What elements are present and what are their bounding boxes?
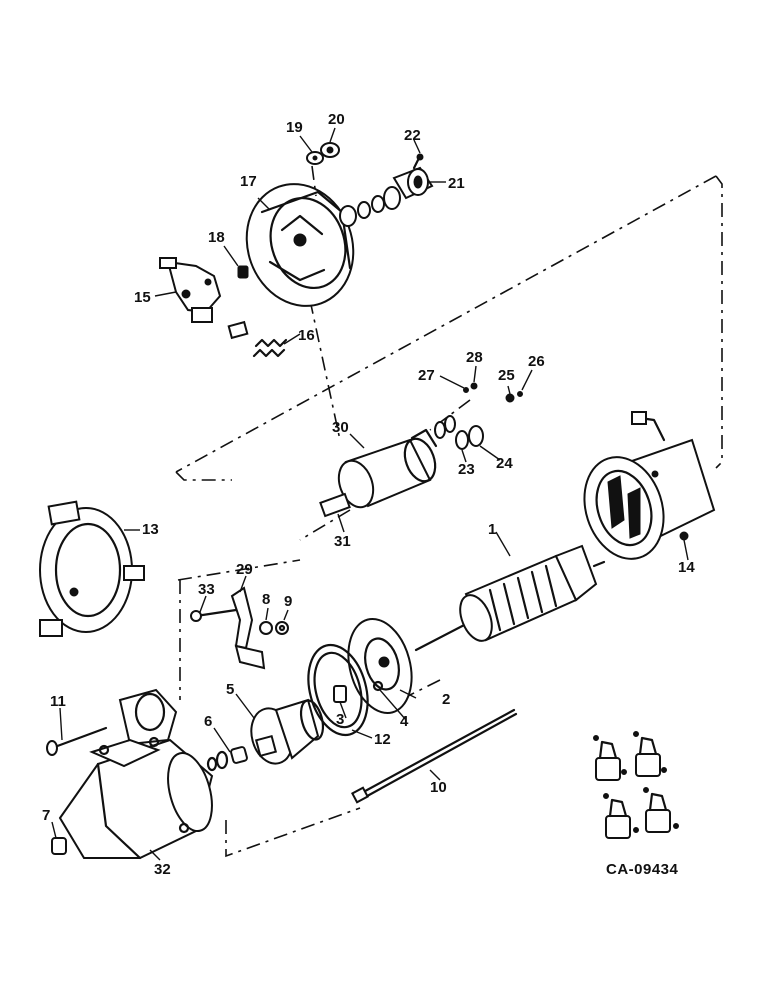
callout-19: 19 xyxy=(286,119,303,136)
part-10-through-bolt xyxy=(351,708,518,804)
reference-code: CA-09434 xyxy=(606,861,679,878)
callout-14: 14 xyxy=(678,559,695,576)
callout-1: 1 xyxy=(488,521,496,538)
callout-22: 22 xyxy=(404,127,421,144)
callout-2: 2 xyxy=(442,691,450,708)
callout-16: 16 xyxy=(298,327,315,344)
leader-lines xyxy=(51,127,689,861)
spacer-washers xyxy=(339,186,401,227)
callout-23: 23 xyxy=(458,461,475,478)
part-15-brush-holder xyxy=(159,257,249,340)
part-7-bushing xyxy=(51,837,67,855)
part-3-spacer xyxy=(333,685,347,703)
part-14-field-frame xyxy=(583,411,716,560)
callout-10: 10 xyxy=(430,779,447,796)
callout-33: 33 xyxy=(198,581,215,598)
part-23-washer xyxy=(455,430,469,450)
part-6-collar xyxy=(206,746,248,772)
callout-4: 4 xyxy=(400,713,409,730)
callout-29: 29 xyxy=(236,561,253,578)
callout-13: 13 xyxy=(142,521,159,538)
part-4-bushing xyxy=(372,680,384,692)
part-33-pivot-pin xyxy=(190,608,238,622)
part-16-spring xyxy=(252,338,288,358)
callout-3: 3 xyxy=(336,711,344,728)
part-2-drive-end-plate xyxy=(347,617,413,715)
callout-5: 5 xyxy=(226,681,234,698)
part-25-nut xyxy=(505,393,515,403)
callout-12: 12 xyxy=(374,731,391,748)
terminal-washers xyxy=(434,415,456,439)
part-5-drive-assembly xyxy=(250,698,325,765)
part-1-armature xyxy=(414,544,606,652)
callout-28: 28 xyxy=(466,349,483,366)
callout-8: 8 xyxy=(262,591,270,608)
part-17-commutator-end-frame xyxy=(245,183,355,307)
callout-20: 20 xyxy=(328,111,345,128)
part-9-retaining-ring xyxy=(275,621,289,635)
part-8-washer xyxy=(259,621,273,635)
callout-30: 30 xyxy=(332,419,349,436)
callout-18: 18 xyxy=(208,229,225,246)
callout-21: 21 xyxy=(448,175,465,192)
part-18-brush-spring xyxy=(237,265,249,279)
callout-15: 15 xyxy=(134,289,151,306)
callout-26: 26 xyxy=(528,353,545,370)
leader-19-to-frame xyxy=(311,165,317,197)
part-29-shift-lever xyxy=(230,586,266,670)
callout-9: 9 xyxy=(284,593,292,610)
callout-32: 32 xyxy=(154,861,171,878)
callout-24: 24 xyxy=(496,455,513,472)
part-27-nut xyxy=(463,387,469,393)
callout-31: 31 xyxy=(334,533,351,550)
part-28-washer xyxy=(470,382,478,390)
part-22-screw xyxy=(412,153,424,170)
part-21-bearing-cap xyxy=(392,166,434,200)
part-11-bolt xyxy=(46,726,108,756)
callout-11: 11 xyxy=(50,693,66,710)
callout-17: 17 xyxy=(240,173,257,190)
part-12-gasket xyxy=(307,643,369,737)
callout-25: 25 xyxy=(498,367,515,384)
part-26-screw xyxy=(517,391,523,397)
part-13-brush-assembly xyxy=(39,500,145,637)
part-32-drive-housing xyxy=(58,688,214,860)
callout-7: 7 xyxy=(42,807,50,824)
callout-6: 6 xyxy=(204,713,212,730)
part-24-lockwasher xyxy=(468,425,484,447)
part-30-solenoid xyxy=(319,428,438,518)
part-20-nut xyxy=(320,142,340,158)
callout-labels: 1 2 3 4 5 6 7 8 9 10 11 12 13 14 15 16 1… xyxy=(42,111,695,878)
brush-kit-inset xyxy=(593,731,679,839)
callout-27: 27 xyxy=(418,367,435,384)
part-19-washer xyxy=(306,151,324,165)
